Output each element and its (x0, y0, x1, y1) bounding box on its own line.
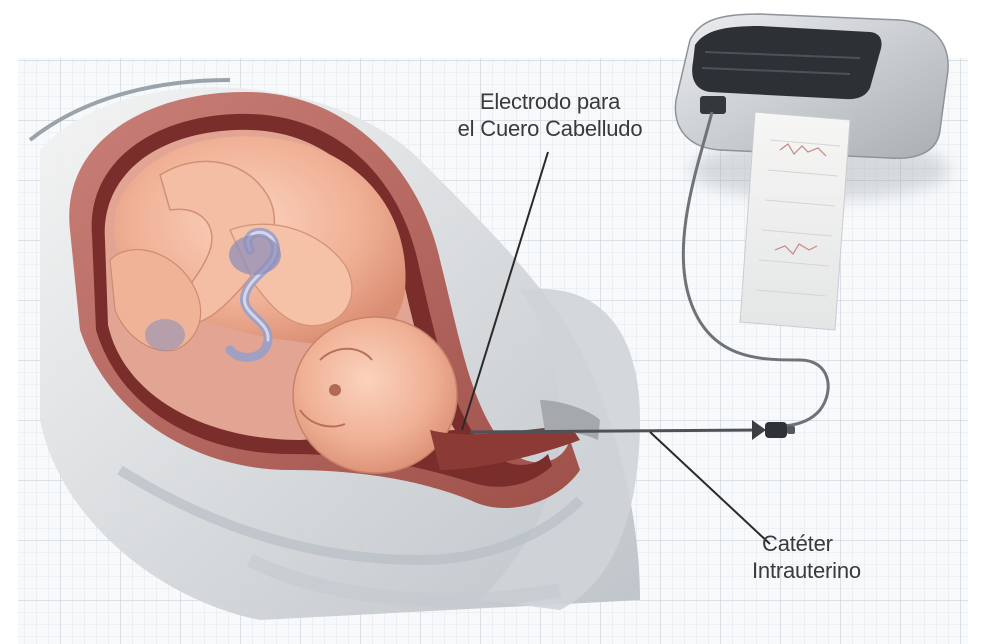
label-intrauterine-catheter-line-1: Catéter (752, 530, 912, 557)
label-scalp-electrode-line-2: el Cuero Cabelludo (430, 115, 670, 142)
label-intrauterine-catheter-line-2: Intrauterino (752, 557, 912, 584)
label-scalp-electrode: Electrodo para el Cuero Cabelludo (430, 88, 670, 142)
label-scalp-electrode-line-1: Electrodo para (430, 88, 670, 115)
label-intrauterine-catheter: Catéter Intrauterino (752, 530, 912, 584)
